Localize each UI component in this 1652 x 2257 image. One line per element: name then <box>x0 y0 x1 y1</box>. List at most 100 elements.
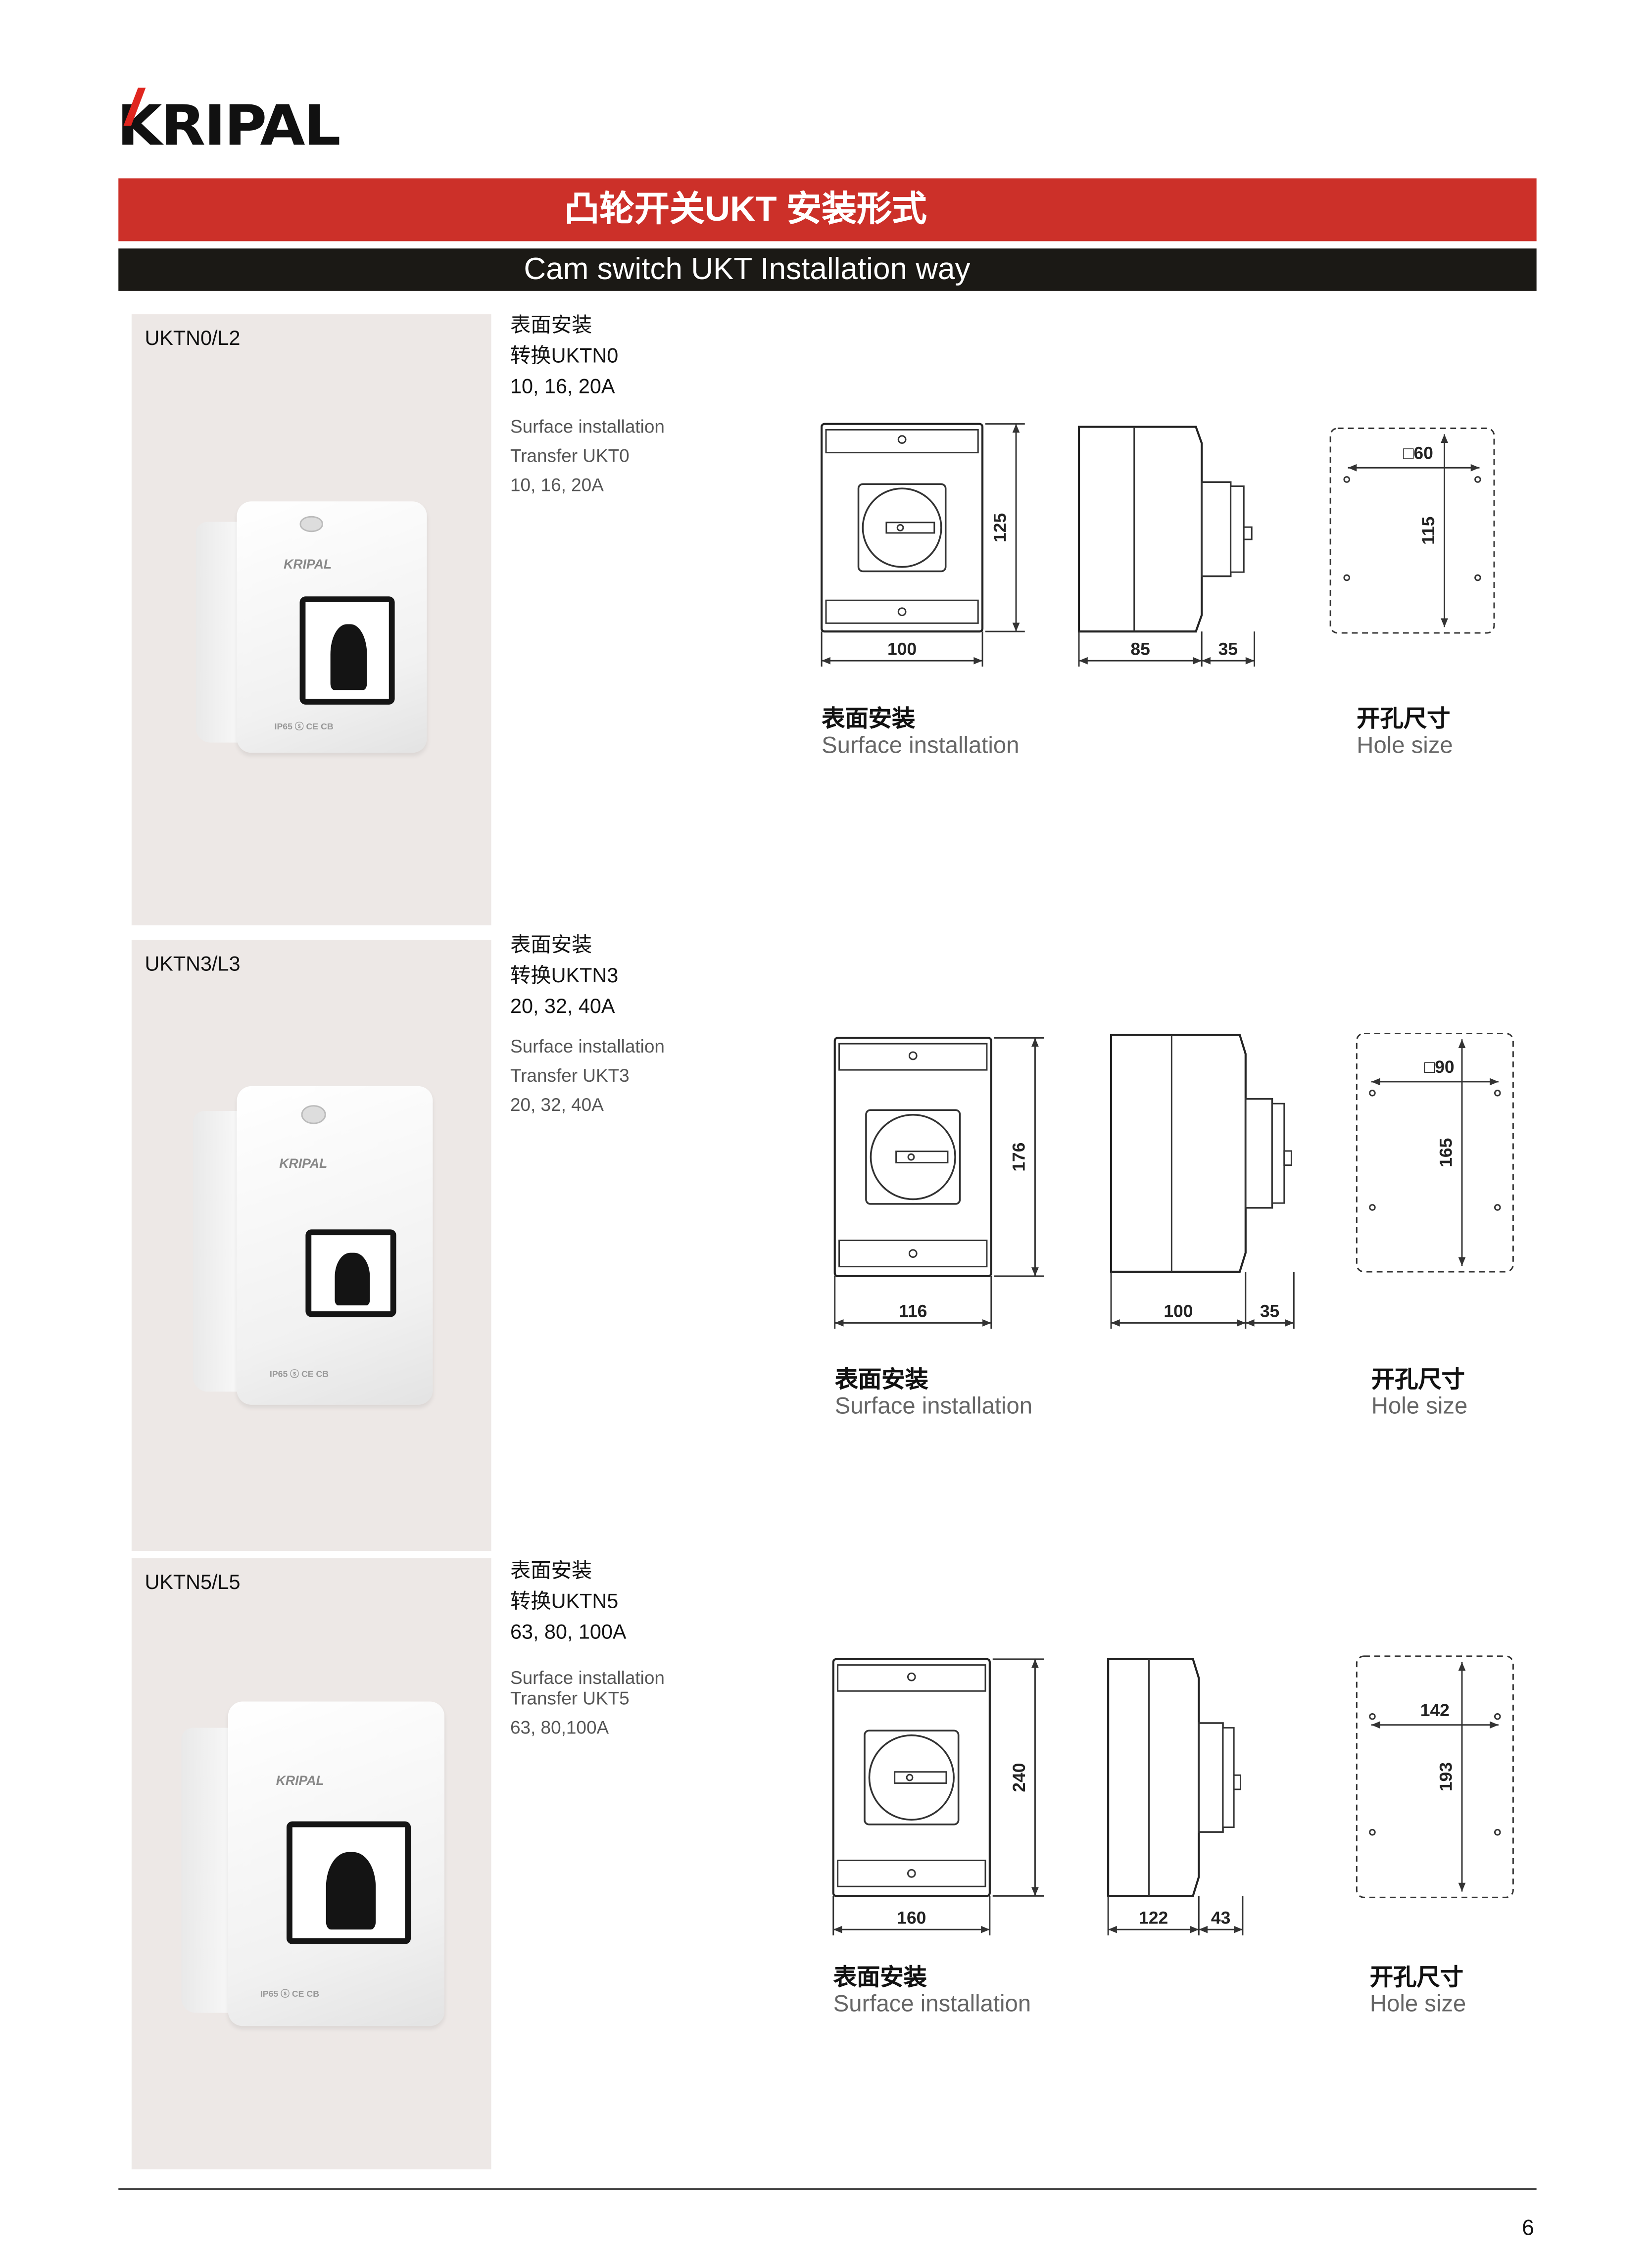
hole-view: □60 115 <box>1329 428 1495 634</box>
spec-cn-line: 63, 80, 100A <box>510 1620 627 1643</box>
product-image: KRIPAL IP65 ⓢ CE CB <box>193 1086 433 1405</box>
dimension-arrow <box>1012 623 1020 632</box>
dimension-arrow <box>1245 657 1255 665</box>
dimension-arrow <box>1441 618 1448 627</box>
product-photo-panel: UKTN5/L5 KRIPAL IP65 ⓢ CE CB <box>131 1558 491 2169</box>
dimension-arrow <box>1490 1078 1499 1086</box>
dimension-arrow <box>1458 1662 1466 1671</box>
caption-en: Surface installation <box>834 1394 1033 1420</box>
dial-circle <box>862 487 942 568</box>
mount-hole <box>1494 1828 1501 1836</box>
dimension-arrow <box>973 657 983 665</box>
title-bar-cn: 凸轮开关UKT 安装形式 <box>118 178 1537 241</box>
drawing-set: 125 100 85 35 □60 115 <box>821 423 1495 667</box>
dial-circle <box>870 1113 956 1201</box>
product-marking: IP65 ⓢ CE CB <box>260 1991 320 2000</box>
dimension-depth-label: 85 <box>1130 639 1150 659</box>
dimension-width-label: 100 <box>887 639 917 659</box>
top-cover-strip <box>838 1043 988 1071</box>
mount-hole <box>1494 1713 1501 1720</box>
cutout-outline <box>1329 428 1495 634</box>
mount-hole <box>1494 1204 1501 1211</box>
hole-caption: 开孔尺寸 Hole size <box>1357 699 1453 760</box>
spec-en-line: Surface installation <box>510 1668 665 1688</box>
mount-hole <box>1343 476 1351 483</box>
spec-cn-line: 转换UKTN0 <box>510 343 619 367</box>
dimension-arrow <box>1111 1319 1120 1327</box>
caption-en: Hole size <box>1369 1992 1466 2017</box>
caption-cn: 表面安装 <box>822 707 916 732</box>
hole-caption: 开孔尺寸 Hole size <box>1370 1957 1466 2018</box>
spec-en-line: 20, 32, 40A <box>510 1095 604 1115</box>
spec-en-line: Surface installation <box>510 416 665 437</box>
spec-en-line: 63, 80,100A <box>510 1717 609 1738</box>
screw-icon <box>907 1869 916 1878</box>
switch-knob <box>326 1851 376 1929</box>
side-body-outline <box>1110 1034 1247 1273</box>
surface-caption: 表面安装 Surface installation <box>822 699 1019 760</box>
switch-knob <box>331 624 367 691</box>
dimension-arrow <box>1285 1319 1294 1327</box>
front-view <box>833 1037 992 1277</box>
dimension-knob-label: 35 <box>1218 639 1238 659</box>
caption-en: Hole size <box>1357 733 1453 759</box>
dimension-arrow <box>1237 1319 1246 1327</box>
mount-hole <box>1369 1204 1376 1211</box>
handle-pivot <box>896 524 904 531</box>
dimension-arrow <box>1199 1925 1208 1933</box>
enclosure-outline <box>821 423 984 633</box>
page-number: 6 <box>1522 2216 1534 2241</box>
caption-cn: 开孔尺寸 <box>1369 1966 1464 1991</box>
caption-cn: 开孔尺寸 <box>1371 1368 1465 1393</box>
surface-caption: 表面安装 Surface installation <box>833 1957 1031 2018</box>
dimension-width-label: 160 <box>897 1908 926 1927</box>
dimension-width-label: 116 <box>899 1301 927 1321</box>
product-photo-panel: UKTN0/L2 KRIPAL IP65 ⓢ CE CB <box>131 314 491 925</box>
product-brand: KRIPAL <box>284 556 332 572</box>
caption-cn: 表面安装 <box>834 1368 928 1393</box>
dial-circle <box>868 1734 955 1821</box>
dimension-hole-width-label: □60 <box>1403 443 1433 463</box>
dimension-arrow <box>1470 464 1480 472</box>
product-image: KRIPAL IP65 ⓢ CE CB <box>195 501 427 753</box>
top-cover-strip <box>837 1664 986 1692</box>
dimension-arrow <box>1458 1257 1466 1266</box>
dimension-arrow <box>1031 1038 1039 1047</box>
dimension-arrow <box>1234 1925 1243 1933</box>
dimension-height-label: 125 <box>990 513 1010 542</box>
dimension-arrow <box>833 1925 842 1933</box>
model-label: UKTN0/L2 <box>145 326 241 350</box>
dimension-arrow <box>822 657 830 665</box>
enclosure-outline <box>832 1658 991 1897</box>
side-view <box>1110 1034 1292 1273</box>
dimension-arrow <box>1348 464 1357 472</box>
knob-tip <box>1283 1150 1292 1166</box>
screw-icon <box>908 1051 918 1060</box>
product-marking: IP65 ⓢ CE CB <box>269 1370 329 1380</box>
mount-hole <box>1369 1828 1376 1836</box>
spec-block: 表面安装 转换UKTN0 10, 16, 20A Surface install… <box>510 310 665 500</box>
spec-cn-line: 表面安装 <box>510 1558 592 1582</box>
dial-plate <box>857 483 947 573</box>
knob-profile <box>1222 1727 1235 1828</box>
dimension-arrow <box>1190 1925 1199 1933</box>
mount-hole <box>1474 476 1481 483</box>
dimension-arrow <box>1108 1925 1117 1933</box>
dial-plate <box>865 1109 961 1205</box>
spec-block: 表面安装 转换UKTN5 63, 80, 100A Surface instal… <box>510 1555 665 1738</box>
dimension-arrow <box>982 1319 991 1327</box>
dimension-knob-label: 35 <box>1260 1301 1279 1321</box>
dimension-arrow <box>1031 1659 1039 1668</box>
dimension-hole-height-label: 115 <box>1418 517 1438 545</box>
knob-profile <box>1271 1103 1285 1204</box>
caption-en: Surface installation <box>833 1992 1031 2017</box>
dimension-arrow <box>1458 1039 1466 1049</box>
knob-tip <box>1233 1774 1241 1790</box>
dimension-arrow <box>1031 1267 1039 1276</box>
side-view <box>1077 426 1253 633</box>
side-body-outline <box>1107 1658 1200 1897</box>
